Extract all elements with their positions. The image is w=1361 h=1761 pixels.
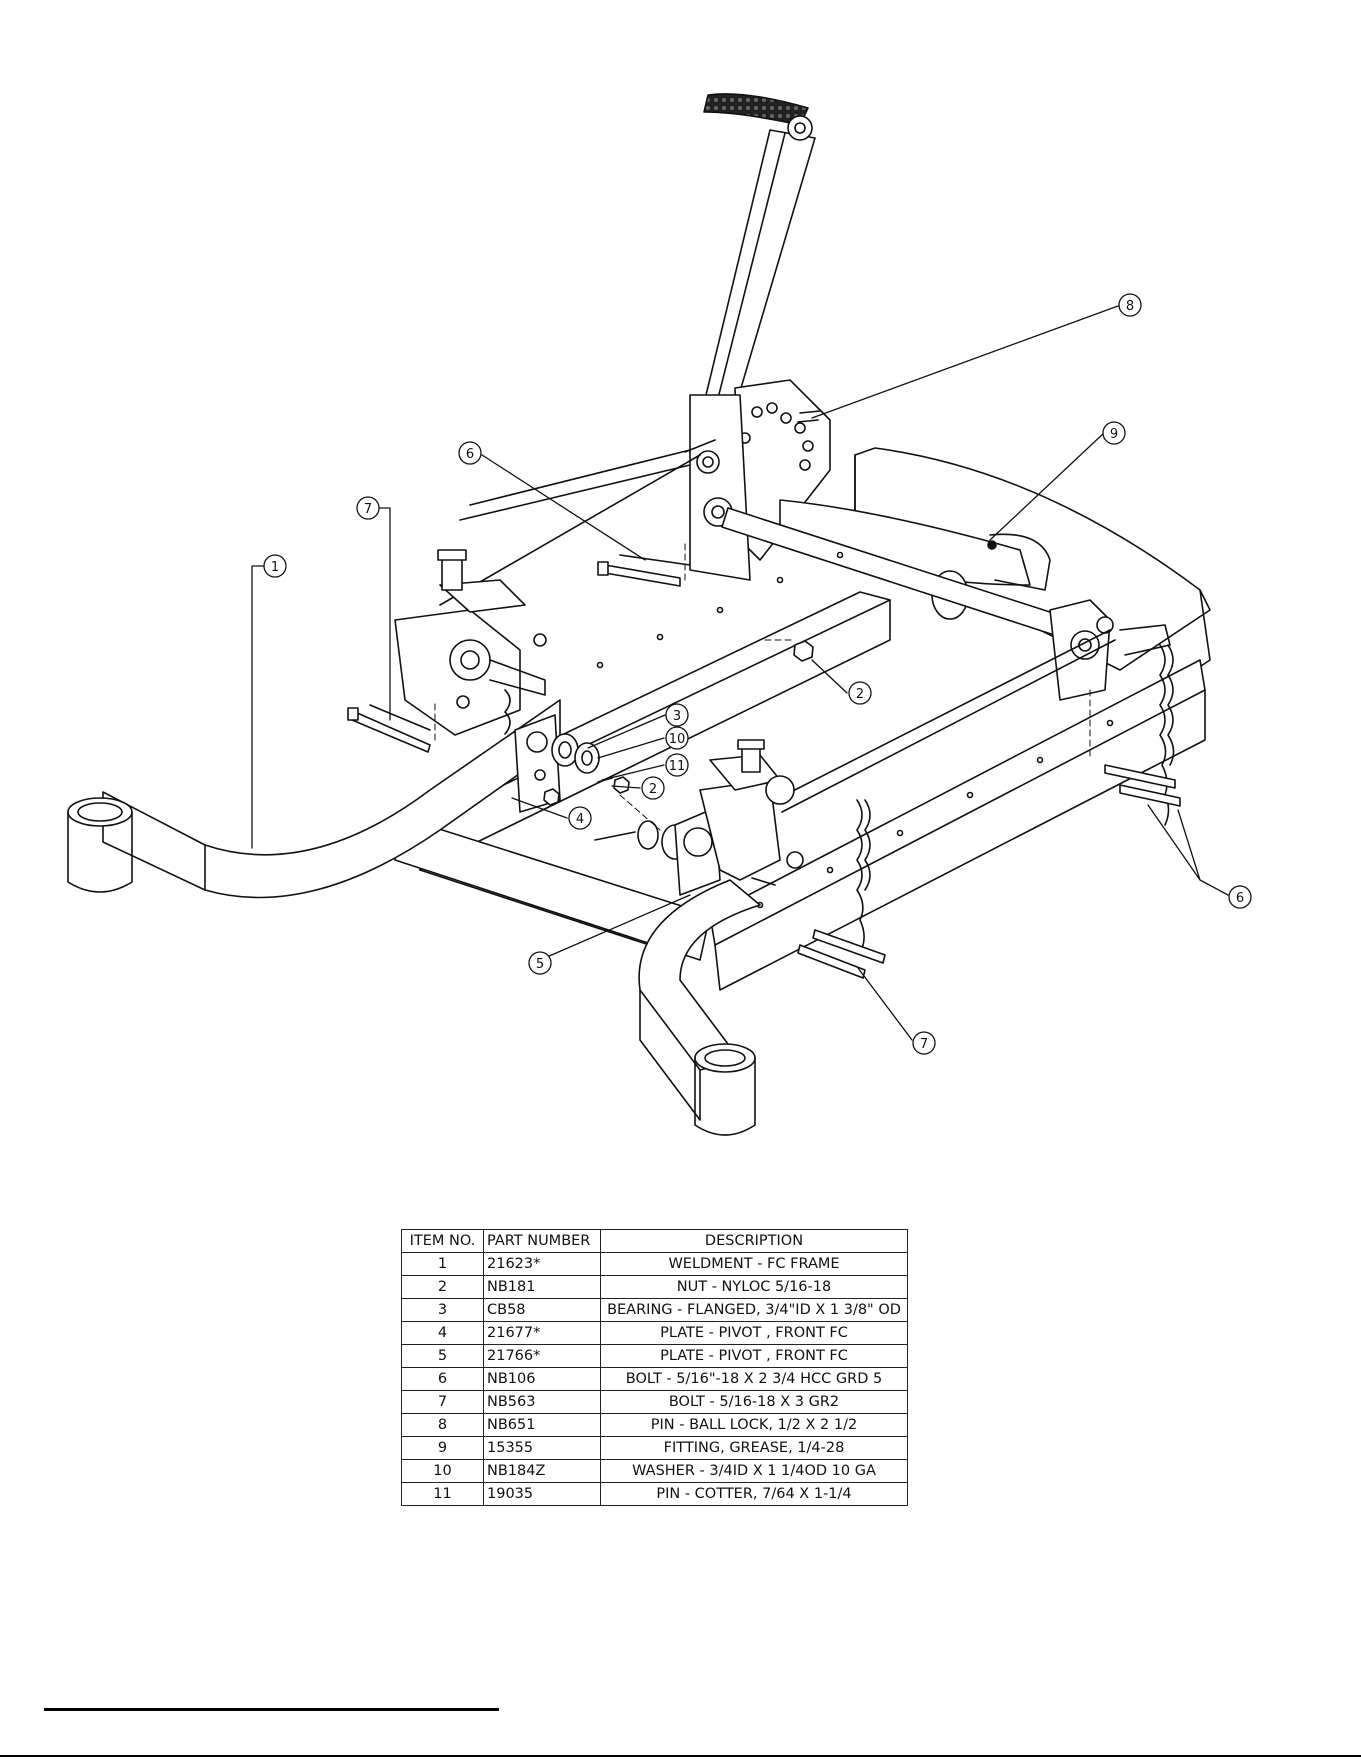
item-no: 4	[401, 1321, 484, 1345]
table-header-row: ITEM NO. PART NUMBER DESCRIPTION	[401, 1229, 908, 1253]
header-part-number: PART NUMBER	[483, 1229, 601, 1253]
part-number: NB106	[483, 1367, 601, 1391]
description: FITTING, GREASE, 1/4-28	[600, 1436, 908, 1460]
centerlines	[434, 539, 1091, 831]
item-balloon: 10	[665, 726, 689, 750]
item-balloon: 2	[848, 681, 872, 705]
description: PLATE - PIVOT , FRONT FC	[600, 1344, 908, 1368]
item-no: 6	[401, 1367, 484, 1391]
item-balloon: 8	[1118, 293, 1142, 317]
svg-text:10: 10	[669, 732, 686, 747]
bolts-item-7-lower	[797, 929, 886, 979]
pivot-plate-item-5	[594, 807, 721, 896]
left-caster-bracket	[394, 549, 547, 736]
svg-text:5: 5	[536, 957, 544, 972]
bearing-item-3	[551, 733, 579, 767]
bolts-item-6-right	[1104, 764, 1181, 807]
part-number: NB181	[483, 1275, 601, 1299]
footer-divider	[44, 1708, 499, 1711]
svg-text:6: 6	[466, 447, 474, 462]
chain-center	[856, 799, 871, 949]
washer-item-10	[574, 742, 600, 774]
svg-text:3: 3	[673, 709, 681, 724]
item-balloon: 7	[912, 1031, 936, 1055]
part-number: NB563	[483, 1390, 601, 1414]
right-caster-bracket	[699, 739, 804, 886]
right-pivot-bracket	[774, 599, 1171, 813]
item-balloon: 7	[356, 496, 380, 520]
nuts-item-2	[543, 640, 814, 806]
item-balloon: 4	[568, 806, 592, 830]
svg-text:7: 7	[364, 502, 372, 517]
pivot-plate-item-4	[514, 714, 561, 813]
svg-text:2: 2	[649, 782, 657, 797]
lift-handle	[699, 93, 816, 426]
item-no: 7	[401, 1390, 484, 1414]
part-number: CB58	[483, 1298, 601, 1322]
item-no: 10	[401, 1459, 484, 1483]
part-number: 19035	[483, 1482, 601, 1506]
description: BOLT - 5/16-18 X 3 GR2	[600, 1390, 908, 1414]
svg-text:6: 6	[1236, 891, 1244, 906]
item-no: 2	[401, 1275, 484, 1299]
header-item-no: ITEM NO.	[401, 1229, 484, 1253]
page-bottom-divider	[0, 1755, 1361, 1757]
svg-text:9: 9	[1110, 427, 1118, 442]
description: BEARING - FLANGED, 3/4"ID X 1 3/8" OD	[600, 1298, 908, 1322]
item-no: 8	[401, 1413, 484, 1437]
svg-text:8: 8	[1126, 299, 1134, 314]
svg-text:1: 1	[271, 560, 279, 575]
leader-lines	[251, 305, 1229, 1041]
svg-text:2: 2	[856, 687, 864, 702]
svg-text:4: 4	[576, 812, 584, 827]
lift-pivot-bracket	[689, 379, 831, 581]
item-no: 5	[401, 1344, 484, 1368]
svg-text:11: 11	[669, 759, 686, 774]
description: WELDMENT - FC FRAME	[600, 1252, 908, 1276]
description: PIN - BALL LOCK, 1/2 X 2 1/2	[600, 1413, 908, 1437]
item-no: 9	[401, 1436, 484, 1460]
header-description: DESCRIPTION	[600, 1229, 908, 1253]
item-no: 3	[401, 1298, 484, 1322]
item-balloon: 9	[1102, 421, 1126, 445]
description: PLATE - PIVOT , FRONT FC	[600, 1321, 908, 1345]
front-frame-tube-left	[67, 699, 561, 899]
part-number: 21677*	[483, 1321, 601, 1345]
item-balloon: 3	[665, 703, 689, 727]
item-balloon: 6	[1228, 885, 1252, 909]
description: PIN - COTTER, 7/64 X 1-1/4	[600, 1482, 908, 1506]
part-number: 21766*	[483, 1344, 601, 1368]
item-no: 11	[401, 1482, 484, 1506]
description: NUT - NYLOC 5/16-18	[600, 1275, 908, 1299]
bolts-item-6-top	[597, 554, 691, 587]
part-number: NB184Z	[483, 1459, 601, 1483]
item-no: 1	[401, 1252, 484, 1276]
description: BOLT - 5/16"-18 X 2 3/4 HCC GRD 5	[600, 1367, 908, 1391]
front-frame-tube-right	[638, 879, 761, 1136]
item-balloon: 5	[528, 951, 552, 975]
item-balloon: 6	[458, 441, 482, 465]
item-balloon: 2	[641, 776, 665, 800]
part-number: 21623*	[483, 1252, 601, 1276]
svg-text:7: 7	[920, 1037, 928, 1052]
item-balloon: 11	[665, 753, 689, 777]
description: WASHER - 3/4ID X 1 1/4OD 10 GA	[600, 1459, 908, 1483]
item-balloon: 1	[263, 554, 287, 578]
part-number: 15355	[483, 1436, 601, 1460]
part-number: NB651	[483, 1413, 601, 1437]
exploded-assembly-drawing: 1 7 6 8 9 2 3 10 11 2 4 5 6 7	[67, 93, 1252, 1136]
bolts-left	[347, 704, 431, 753]
